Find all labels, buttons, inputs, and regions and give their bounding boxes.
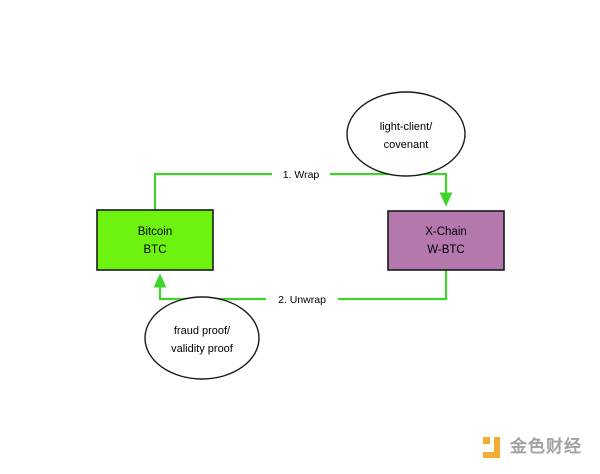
node-fraud-proof-ellipse[interactable] [144,296,260,380]
node-bitcoin-box[interactable] [96,209,214,271]
node-bitcoin-label-line2: BTC [144,244,167,256]
node-light-client-ellipse[interactable] [346,91,466,177]
watermark: 金色财经 [483,437,582,458]
logo-square [483,437,490,444]
jinse-bracket-logo-icon [483,437,504,458]
edge-wrap-label: 1. Wrap [283,169,320,181]
node-fraud-proof-label-line1: fraud proof/ [174,325,231,337]
logo-bracket-vertical [494,437,500,458]
watermark-text: 金色财经 [510,437,582,457]
node-xchain-label-line1: X-Chain [425,226,467,238]
node-xchain-label-line2: W-BTC [427,244,464,256]
edge-unwrap-label: 2. Unwrap [278,294,326,306]
node-bitcoin[interactable]: Bitcoin BTC [96,209,214,271]
node-light-client-label-line1: light-client/ [380,121,434,133]
edge-unwrap-label-bg [266,291,338,307]
node-xchain[interactable]: X-Chain W-BTC [387,210,505,271]
node-light-client-label-line2: covenant [384,139,429,151]
edge-unwrap: 2. Unwrap [153,270,448,307]
logo-bracket-horizontal [483,452,500,458]
edge-wrap-label-bg [272,166,330,182]
node-fraud-proof-label-line2: validity proof [171,343,234,355]
node-bitcoin-label-line1: Bitcoin [138,226,173,238]
node-light-client[interactable]: light-client/ covenant [346,91,466,177]
node-xchain-box[interactable] [387,210,505,271]
node-fraud-proof[interactable]: fraud proof/ validity proof [144,296,260,380]
edge-wrap: 1. Wrap [153,166,453,210]
